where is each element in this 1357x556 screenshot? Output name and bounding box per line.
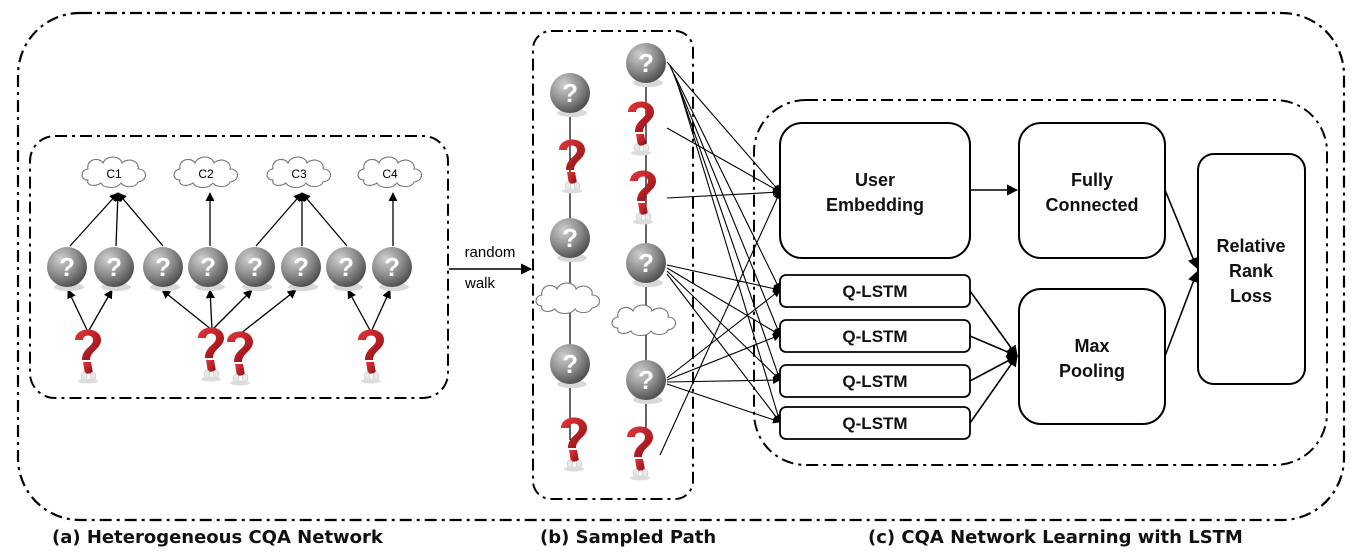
user-icon — [558, 139, 586, 194]
path-right-nodes — [611, 43, 677, 481]
caption-a: (a) Heterogeneous CQA Network — [52, 527, 383, 548]
user-embedding-box — [779, 122, 971, 259]
user-icon — [226, 331, 254, 386]
question-icon — [281, 247, 321, 291]
module-edges — [969, 184, 1199, 424]
cloud-icon — [535, 282, 601, 315]
network-frame — [29, 135, 449, 399]
question-icon — [326, 247, 366, 291]
caption-c: (c) CQA Network Learning with LSTM — [868, 527, 1243, 548]
user-icon — [629, 170, 657, 225]
user-icon — [626, 426, 654, 481]
qlstm-label: Q-LSTM — [842, 282, 907, 301]
question-icon — [550, 344, 590, 388]
qlstm-label: Q-LSTM — [842, 372, 907, 391]
network-question-nodes — [47, 247, 412, 291]
network-user-nodes — [74, 327, 385, 386]
user-icon — [74, 329, 102, 384]
path-left-nodes — [535, 73, 601, 472]
question-icon — [235, 247, 275, 291]
community-nodes — [81, 156, 423, 189]
user-embedding-label: Embedding — [826, 195, 924, 215]
user-embedding-label: User — [855, 170, 895, 190]
learning-frame — [753, 99, 1328, 466]
max-pooling-box — [1018, 288, 1166, 425]
path-to-module-edges — [659, 61, 782, 456]
random-walk-label-1: random — [465, 244, 516, 261]
community-label: C3 — [291, 167, 307, 181]
network-edges — [67, 192, 398, 335]
question-icon — [372, 247, 412, 291]
qlstm-label: Q-LSTM — [842, 414, 907, 433]
max-pooling-label: Max — [1074, 336, 1109, 356]
path-frame — [532, 30, 694, 500]
relative-rank-loss-label: Relative — [1216, 236, 1285, 256]
user-icon — [357, 329, 385, 384]
random-walk-label-2: walk — [464, 275, 496, 292]
caption-b: (b) Sampled Path — [540, 527, 717, 548]
cloud-icon — [611, 304, 677, 337]
question-icon — [626, 360, 666, 404]
max-pooling-label: Pooling — [1059, 361, 1125, 381]
qlstm-label: Q-LSTM — [842, 327, 907, 346]
fully-connected-box — [1018, 122, 1166, 259]
fully-connected-label: Fully — [1071, 170, 1113, 190]
question-icon — [626, 43, 666, 87]
qlstm-boxes — [779, 274, 971, 440]
relative-rank-loss-label: Rank — [1229, 261, 1274, 281]
question-icon — [626, 243, 666, 287]
relative-rank-loss-label: Loss — [1230, 286, 1272, 306]
fully-connected-label: Connected — [1045, 195, 1138, 215]
community-label: C4 — [382, 167, 398, 181]
question-icon — [550, 73, 590, 117]
question-icon — [550, 218, 590, 262]
question-icon — [94, 247, 134, 291]
outer-frame — [16, 11, 1346, 522]
user-icon — [627, 101, 655, 156]
question-icon — [188, 247, 228, 291]
question-icon — [47, 247, 87, 291]
community-label: C1 — [106, 167, 122, 181]
question-icon — [143, 247, 183, 291]
user-icon — [197, 327, 225, 382]
community-label: C2 — [198, 167, 214, 181]
user-icon — [560, 417, 588, 472]
